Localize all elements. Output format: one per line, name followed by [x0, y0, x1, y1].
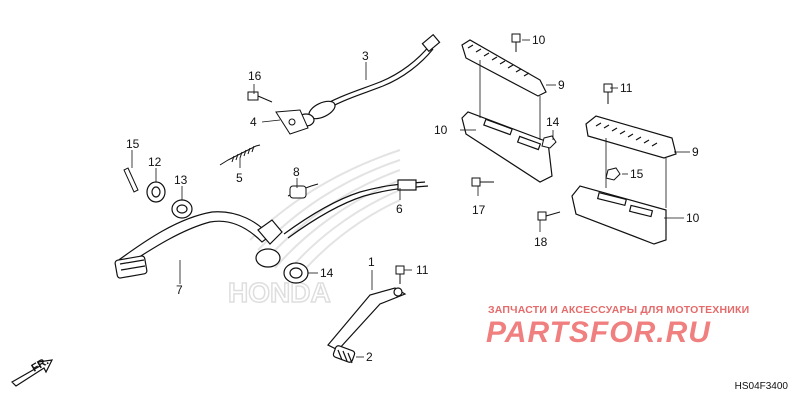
part-14-seal-lower [283, 262, 309, 284]
part-7-brake-pedal [114, 211, 283, 279]
part-11-bolt-lower [603, 83, 613, 104]
part-10-bracket-upper [461, 111, 553, 183]
diagram-code: HS04F3400 [734, 381, 788, 392]
callout-5: 5 [236, 171, 243, 185]
callout-3: 3 [362, 49, 369, 63]
part-18-bolt-upper [471, 177, 494, 187]
callout-8: 8 [293, 165, 300, 179]
callout-14-upper: 13 [174, 173, 188, 187]
part-10-bracket-lower [571, 185, 667, 245]
callout-16: 15 [126, 137, 140, 151]
callouts: 3 16 4 5 8 6 15 12 13 14 7 1 2 11 10 11 … [126, 33, 700, 364]
part-16-cotter-pin [123, 167, 139, 193]
part-8-switch [287, 183, 319, 199]
callout-15-upper: 14 [546, 115, 560, 129]
callout-1: 1 [368, 255, 375, 269]
part-5-spring [219, 144, 261, 166]
part-12-bolt [395, 265, 405, 284]
callout-7: 7 [176, 283, 183, 297]
callout-10-upper: 10 [434, 123, 448, 137]
part-14-seal-upper [171, 199, 193, 219]
shop-logo: PARTSFOR.RU [486, 316, 711, 349]
front-direction-arrow: FR. [11, 355, 54, 387]
leader-lines [131, 39, 690, 358]
callout-12: 11 [416, 263, 429, 277]
callout-13: 12 [148, 155, 162, 169]
part-9-footpeg-upper [461, 39, 547, 97]
callout-10-lower: 10 [686, 211, 700, 225]
part-3-cable [297, 33, 441, 127]
callout-9-upper: 9 [558, 78, 565, 92]
callout-18-lower: 18 [534, 235, 548, 249]
part-11-bolt-upper [511, 33, 521, 52]
callout-11-upper: 10 [532, 33, 546, 47]
callout-11-lower: 11 [620, 81, 633, 95]
callout-14-lower: 14 [320, 266, 334, 280]
callout-15-lower: 15 [630, 167, 644, 181]
part-6-cable [283, 179, 429, 239]
watermark-brand: HONDA [228, 277, 331, 308]
part-17-bolt [247, 91, 273, 103]
callout-4: 4 [250, 115, 257, 129]
callout-2: 2 [366, 350, 373, 364]
part-1-lever [327, 287, 407, 351]
callout-9-lower: 9 [692, 145, 699, 159]
part-15-nut-lower [605, 167, 621, 181]
callout-6: 6 [396, 202, 403, 216]
part-15-nut-upper [541, 135, 557, 149]
part-4-bracket [275, 109, 309, 135]
part-13-washer [146, 181, 166, 203]
callout-18-upper: 17 [472, 203, 486, 217]
part-18-bolt-lower [537, 211, 561, 221]
part-2-rubber [332, 345, 356, 364]
part-9-footpeg-lower [585, 115, 677, 159]
fr-label: FR. [30, 355, 51, 374]
shop-tagline: ЗАПЧАСТИ И АКСЕССУАРЫ ДЛЯ МОТОТЕХНИКИ [488, 304, 750, 316]
callout-17: 16 [248, 69, 262, 83]
